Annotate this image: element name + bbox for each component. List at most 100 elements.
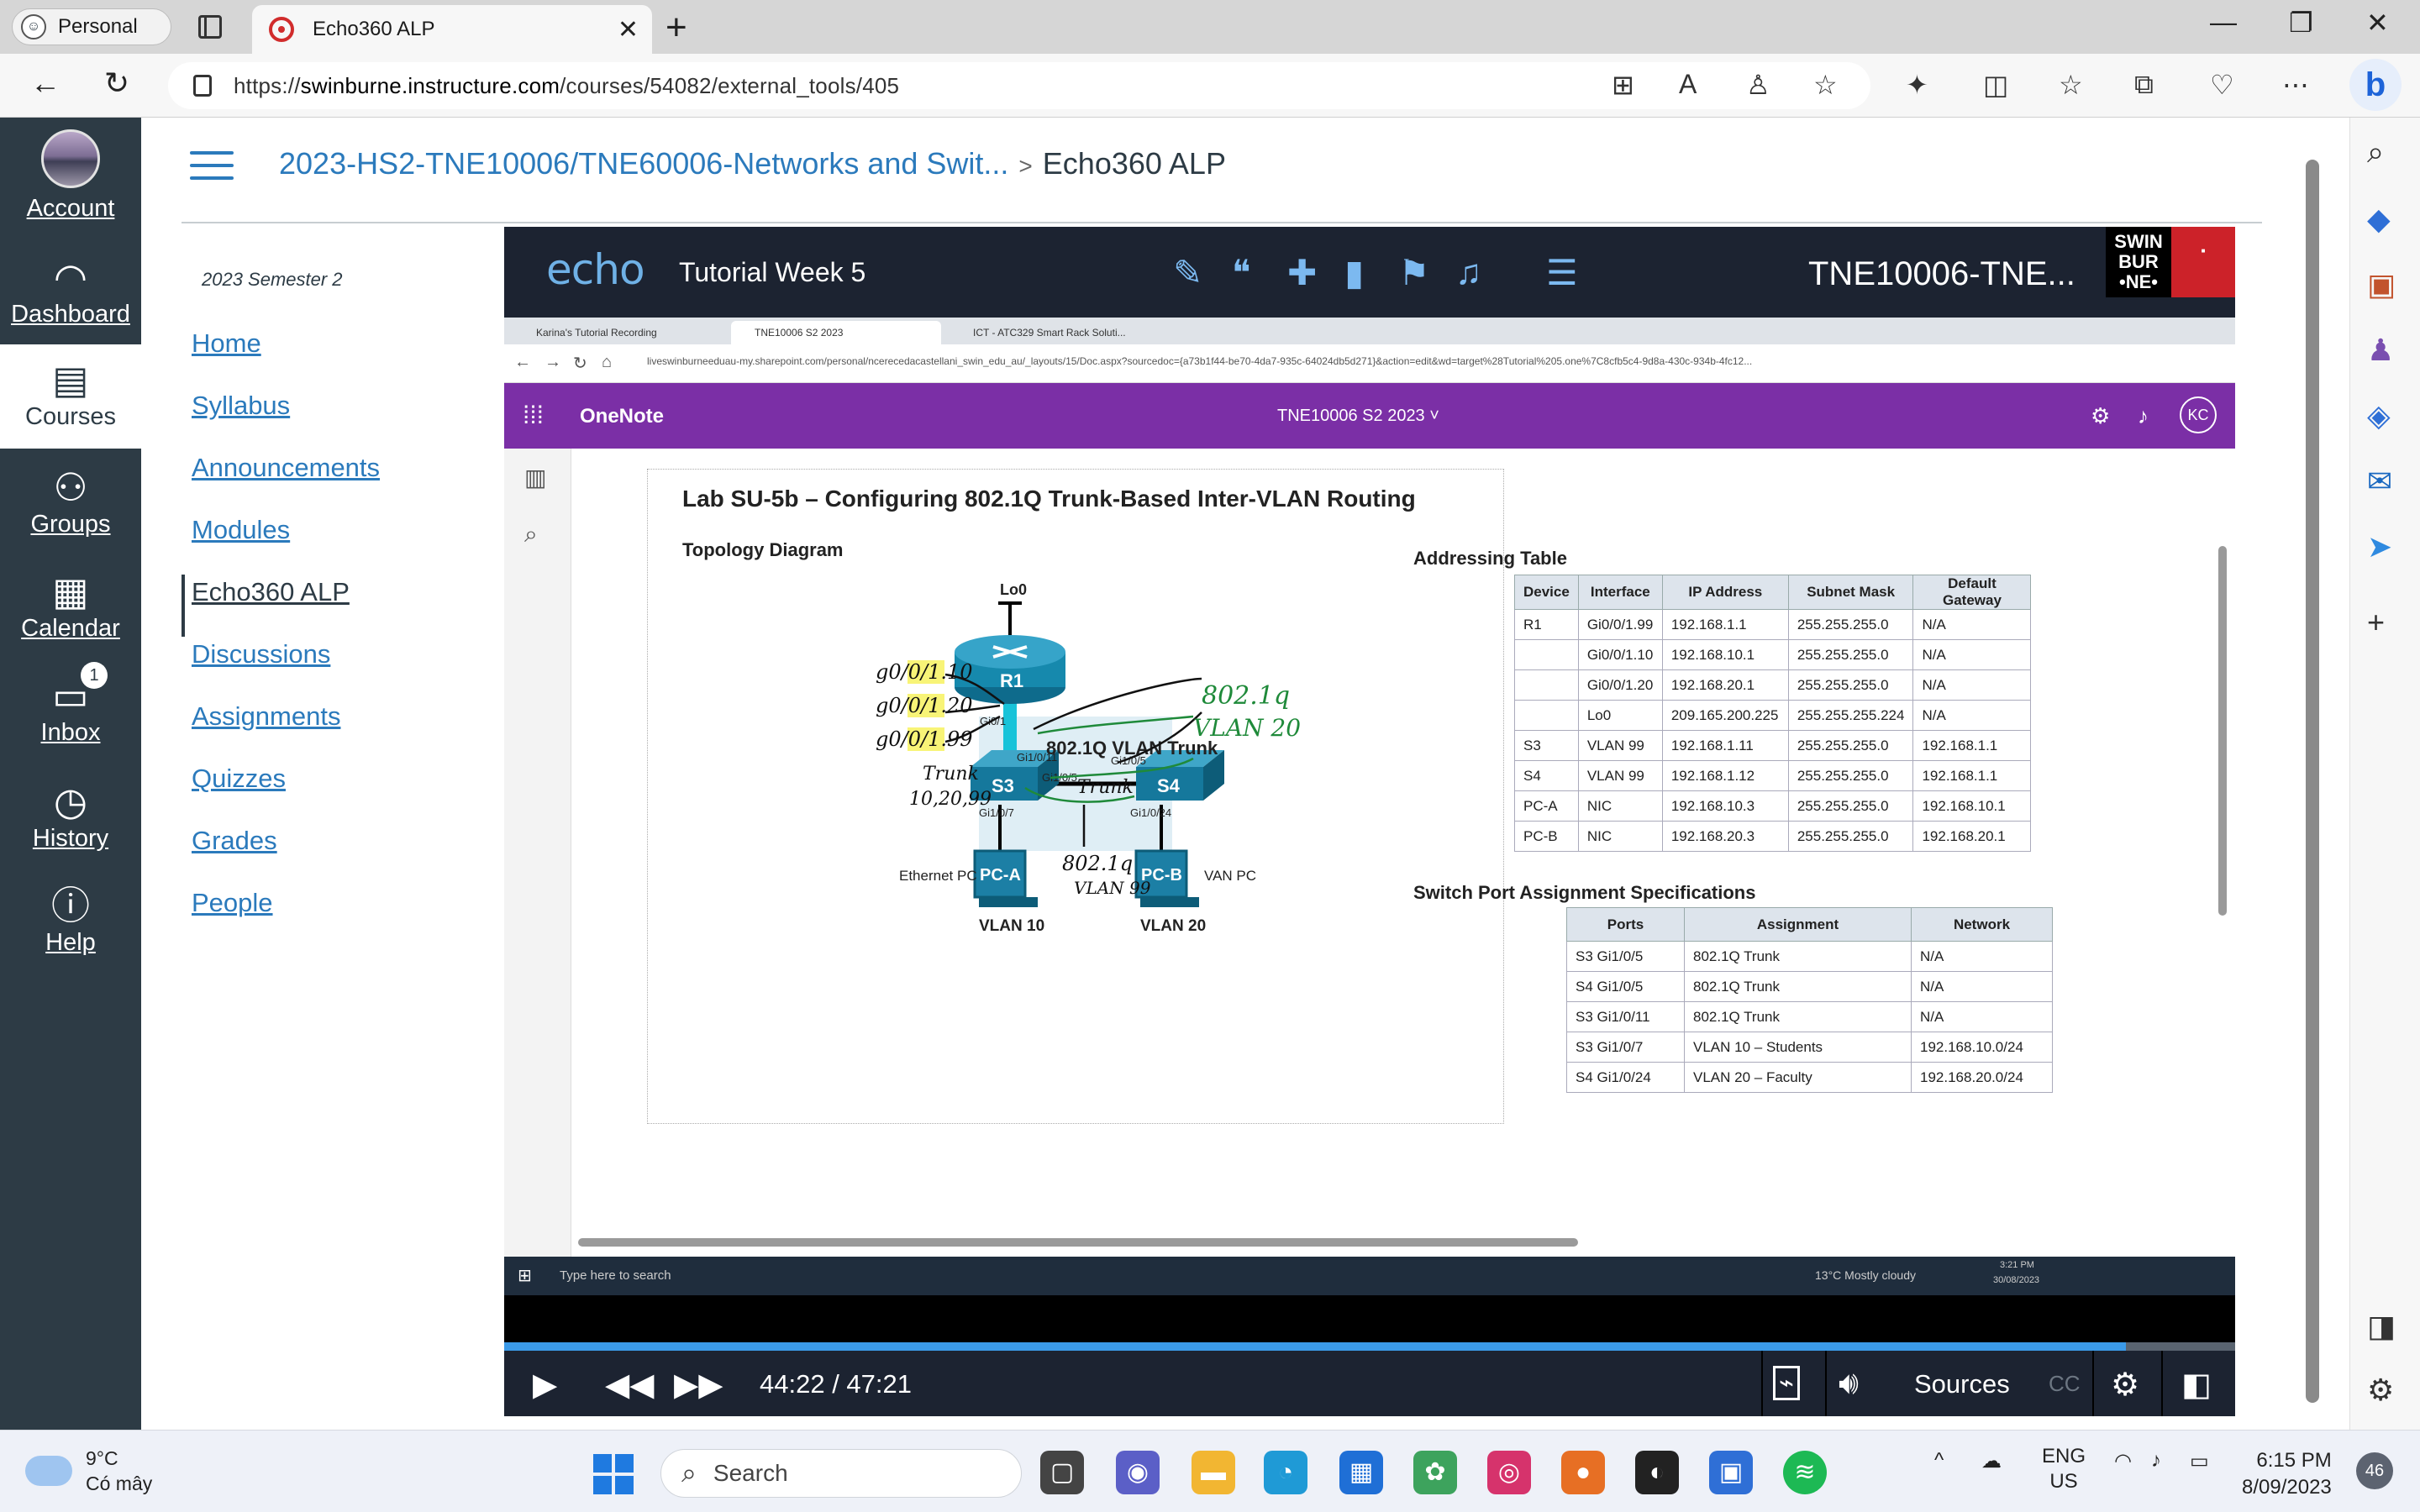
outline-list-icon[interactable]: ☰ <box>1546 253 1578 292</box>
fast-forward-icon[interactable]: ▶▶ <box>674 1368 723 1403</box>
back-icon[interactable]: ← <box>30 66 60 100</box>
battery-icon[interactable]: ▭ <box>2190 1450 2209 1473</box>
taskbar-search[interactable]: ⌕Search <box>660 1449 1022 1498</box>
course-nav-home[interactable]: Home <box>192 328 261 358</box>
nav-dashboard[interactable]: ◠ Dashboard <box>0 254 141 328</box>
instagram-icon[interactable]: ◎ <box>1487 1451 1531 1494</box>
teams-icon[interactable]: ◉ <box>1116 1451 1160 1494</box>
sources-button[interactable]: Sources <box>1914 1369 2010 1399</box>
collections-icon[interactable]: ⧉ <box>2134 69 2154 99</box>
restore-icon[interactable]: ❐ <box>2289 8 2313 38</box>
rewind-icon[interactable]: ◀◀ <box>605 1368 655 1403</box>
edge-icon[interactable]: ◔ <box>1264 1451 1307 1494</box>
task-view-icon[interactable]: ▢ <box>1040 1451 1084 1494</box>
nav-history[interactable]: ◷ History <box>0 778 141 853</box>
notes-icon[interactable]: ✎ <box>1173 253 1203 292</box>
course-nav-modules[interactable]: Modules <box>192 515 291 544</box>
file-explorer-icon[interactable]: ▬ <box>1192 1451 1235 1494</box>
store-icon[interactable]: ▦ <box>1339 1451 1383 1494</box>
page-scrollbar[interactable] <box>2306 160 2319 1403</box>
course-nav-quizzes[interactable]: Quizzes <box>192 764 286 793</box>
course-nav-people[interactable]: People <box>192 888 273 917</box>
nav-calendar[interactable]: ▦ Calendar <box>0 568 141 643</box>
sidebar-add-icon[interactable]: + <box>2367 605 2386 639</box>
browser-tab-active[interactable]: Echo360 ALP ✕ <box>252 5 652 54</box>
layout-button[interactable]: ◧ <box>2161 1351 2235 1416</box>
start-button[interactable] <box>593 1454 634 1494</box>
close-window-icon[interactable]: ✕ <box>2366 8 2389 38</box>
read-aloud-icon[interactable]: A <box>1679 69 1697 99</box>
extensions-icon[interactable]: ✦ <box>1906 70 1928 100</box>
sidebar-office-icon[interactable]: ◈ <box>2367 398 2391 433</box>
url-field[interactable]: https://swinburne.instructure.com/course… <box>168 62 1870 109</box>
github-icon[interactable]: ◐ <box>1635 1451 1679 1494</box>
course-nav-echo360[interactable]: Echo360 ALP <box>182 575 501 637</box>
course-menu-toggle[interactable] <box>190 151 234 189</box>
profile-sync-icon[interactable]: ♙ <box>1746 70 1770 100</box>
favorites-icon[interactable]: ☆ <box>2059 70 2083 100</box>
nav-help[interactable]: ⓘ Help <box>0 882 141 957</box>
ask-question-icon[interactable]: ✚ <box>1287 253 1318 292</box>
bookmark-icon[interactable]: ▮ <box>1344 253 1365 292</box>
settings-button[interactable]: ⚙ <box>2092 1351 2160 1416</box>
sidebar-outlook-icon[interactable]: ✉ <box>2367 464 2393 498</box>
rec-notebook-name: TNE10006 S2 2023 ˅ <box>1277 407 1439 425</box>
sidebar-send-icon[interactable]: ➤ <box>2367 529 2393 564</box>
app-icon[interactable]: ✿ <box>1413 1451 1457 1494</box>
table-cell: N/A <box>1912 700 2032 731</box>
sidebar-search-icon[interactable]: ⌕ <box>2367 134 2385 169</box>
flag-icon[interactable]: ⚑ <box>1398 253 1430 292</box>
close-tab-icon[interactable]: ✕ <box>617 15 639 44</box>
discussion-icon[interactable]: ❝ <box>1232 253 1251 292</box>
bing-copilot-icon[interactable]: b <box>2349 59 2402 111</box>
app-available-icon[interactable]: ⊞ <box>1612 70 1634 100</box>
transcript-icon[interactable]: ♫ <box>1455 252 1482 291</box>
profile-button[interactable]: ☺ Personal <box>12 8 171 45</box>
rec-taskbar-date: 30/08/2023 <box>1993 1275 2040 1285</box>
nav-account[interactable]: Account <box>0 129 141 223</box>
breadcrumb-course-link[interactable]: 2023-HS2-TNE10006/TNE60006-Networks and … <box>279 146 1009 181</box>
hw-8021q-b: 802.1q <box>1062 852 1133 875</box>
closed-captions-button[interactable]: CC <box>2049 1371 2081 1396</box>
split-screen-icon[interactable]: ◫ <box>1983 70 2009 100</box>
refresh-icon[interactable]: ↻ <box>104 66 130 100</box>
favorite-star-icon[interactable]: ☆ <box>1813 70 1838 100</box>
nav-courses[interactable]: ▤ Courses <box>0 344 141 449</box>
notification-badge[interactable]: 46 <box>2356 1452 2393 1489</box>
new-tab-button[interactable]: + <box>666 7 687 48</box>
course-nav-assignments[interactable]: Assignments <box>192 701 341 731</box>
table-cell: 192.168.20.0/24 <box>1911 1062 2053 1093</box>
course-nav-announcements[interactable]: Announcements <box>192 453 381 482</box>
volume-tray-icon[interactable]: ♪ <box>2151 1449 2161 1472</box>
more-menu-icon[interactable]: ⋯ <box>2282 70 2309 100</box>
sidebar-tag-icon[interactable]: ◆ <box>2367 202 2391 236</box>
sidebar-settings-icon[interactable]: ⚙ <box>2367 1373 2395 1407</box>
app2-icon[interactable]: ▣ <box>1709 1451 1753 1494</box>
table-cell <box>1514 700 1579 731</box>
course-nav-grades[interactable]: Grades <box>192 826 277 855</box>
play-icon[interactable]: ▶ <box>533 1368 558 1403</box>
quality-button[interactable]: ⌁ <box>1761 1351 1820 1416</box>
minimize-icon[interactable]: — <box>2210 7 2237 37</box>
tab-actions-icon[interactable] <box>198 15 222 39</box>
sidebar-games-icon[interactable]: ♟ <box>2367 333 2395 367</box>
volume-button[interactable]: 🔊︎ <box>1825 1351 1884 1416</box>
nav-inbox[interactable]: ▭ 1 Inbox <box>0 662 141 747</box>
spotify-icon[interactable]: ≋ <box>1783 1451 1827 1494</box>
performance-icon[interactable]: ♡ <box>2210 70 2234 100</box>
playback-progress-bar[interactable] <box>504 1342 2235 1351</box>
course-nav-discussions[interactable]: Discussions <box>192 639 331 669</box>
course-nav-syllabus[interactable]: Syllabus <box>192 391 291 420</box>
nav-groups[interactable]: ⚇ Groups <box>0 464 141 538</box>
wifi-icon[interactable]: ◠ <box>2114 1450 2132 1473</box>
inbox-badge: 1 <box>81 662 108 689</box>
tray-chevron-icon[interactable]: ^ <box>1934 1449 1944 1472</box>
firefox-icon[interactable]: ● <box>1561 1451 1605 1494</box>
sidebar-tools-icon[interactable]: ▣ <box>2367 267 2396 302</box>
player-controls: ▶ ◀◀ ▶▶ 44:22 / 47:21 ⌁ 🔊︎ Sources CC ⚙ … <box>504 1351 2235 1416</box>
sidebar-hide-icon[interactable]: ◨ <box>2367 1309 2396 1343</box>
tray-cloud-icon[interactable]: ☁ <box>1981 1450 2002 1473</box>
